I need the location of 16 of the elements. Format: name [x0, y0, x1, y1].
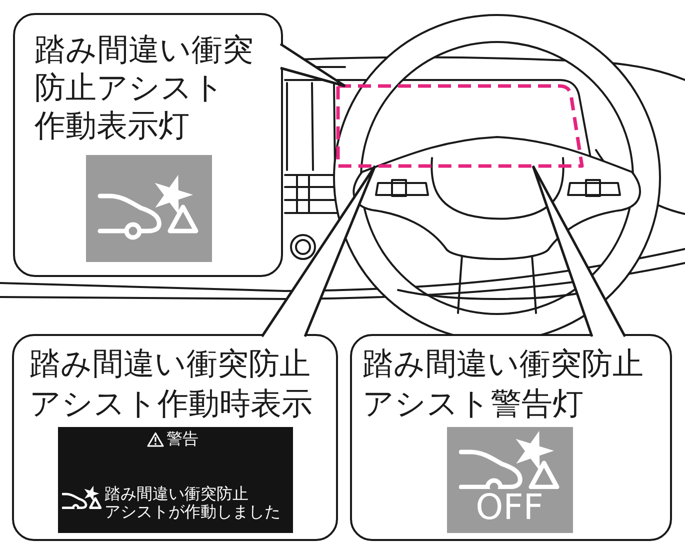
- callout-box: [350, 334, 672, 541]
- screen-message: 踏み間違い衝突防止アシストが作動しました: [104, 484, 282, 520]
- dashed-highlight-frame: [336, 84, 584, 168]
- collision-warning-icon: [86, 154, 212, 262]
- status-text: OFF: [476, 490, 544, 526]
- callout-pointer: [279, 42, 346, 88]
- warning-light-tile: [446, 426, 572, 532]
- callout-pointer: [532, 164, 626, 338]
- callout-title: 踏み間違い衝突防止アシスト作動表示灯: [34, 30, 254, 144]
- callout-title: 踏み間違い衝突防止アシスト警告灯: [362, 344, 644, 424]
- callout-box: [12, 334, 338, 541]
- callout-pointer: [260, 164, 376, 338]
- callout-title: 踏み間違い衝突防止アシスト作動時表示: [30, 344, 314, 424]
- screen-heading: 警告: [166, 428, 198, 448]
- callout-box: [13, 13, 283, 277]
- display-screen: [58, 426, 292, 532]
